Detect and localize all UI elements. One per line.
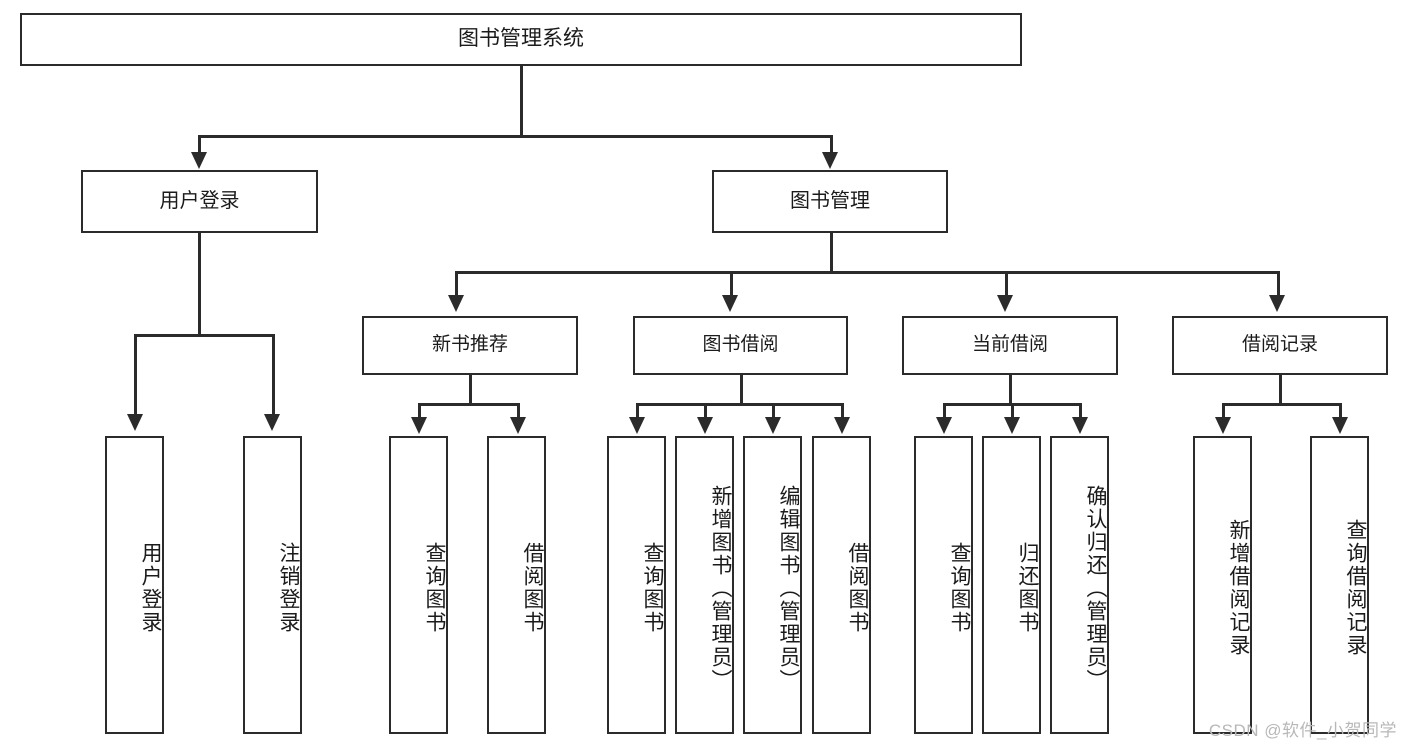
edge-new-book-rec-bar <box>418 403 520 406</box>
leaf-user-login-logout[interactable]: 注销登录 <box>243 436 302 734</box>
leaf-user-login-login[interactable]: 用户登录 <box>105 436 164 734</box>
node-label: 确认归还（管理员） <box>1084 484 1107 692</box>
edge-new-book-rec-drop-1 <box>418 403 421 421</box>
edge-book-manage-stem <box>829 233 833 274</box>
edge-root-to-book-manage <box>829 135 833 158</box>
arrowhead-to-book-borrow <box>722 295 738 312</box>
arrowhead-user-login-leaf-1 <box>127 414 143 431</box>
edge-user-login-bar <box>134 334 273 337</box>
edge-current-borrow-drop-2 <box>1011 403 1014 421</box>
node-book-manage[interactable]: 图书管理 <box>712 170 948 233</box>
leaf-current-borrow-confirm-return-admin[interactable]: 确认归还（管理员） <box>1050 436 1109 734</box>
arrowhead-to-user-login <box>191 152 207 169</box>
arrowhead-new-book-rec-leaf-1 <box>411 417 427 434</box>
edge-borrow-record-stem <box>1278 375 1282 406</box>
node-label: 图书借阅 <box>702 334 779 356</box>
csdn-watermark: CSDN @软件_小贺同学 <box>1208 721 1397 740</box>
node-current-borrow[interactable]: 当前借阅 <box>902 316 1118 375</box>
node-label: 图书管理系统 <box>458 27 584 51</box>
arrowhead-new-book-rec-leaf-2 <box>510 417 526 434</box>
edge-user-login-stem <box>198 233 201 336</box>
edge-book-borrow-drop-4 <box>841 403 844 421</box>
node-label: 查询图书 <box>641 542 664 634</box>
arrowhead-borrow-record-leaf-2 <box>1332 417 1348 434</box>
arrowhead-current-borrow-leaf-2 <box>1004 417 1020 434</box>
edge-book-borrow-drop-3 <box>772 403 775 421</box>
edge-book-manage-drop-3 <box>1004 271 1008 298</box>
edge-new-book-rec-stem <box>468 375 472 406</box>
arrowhead-book-borrow-leaf-1 <box>629 417 645 434</box>
leaf-book-borrow-query-book[interactable]: 查询图书 <box>607 436 666 734</box>
leaf-book-borrow-borrow-book[interactable]: 借阅图书 <box>812 436 871 734</box>
leaf-borrow-record-query-record[interactable]: 查询借阅记录 <box>1310 436 1369 734</box>
node-label: 新增图书（管理员） <box>709 484 732 692</box>
node-label: 查询图书 <box>948 542 971 634</box>
node-label: 用户登录 <box>159 189 240 212</box>
node-label: 编辑图书（管理员） <box>777 484 800 692</box>
arrowhead-current-borrow-leaf-1 <box>936 417 952 434</box>
node-label: 查询图书 <box>423 542 446 634</box>
arrowhead-to-current-borrow <box>997 295 1013 312</box>
node-label: 借阅记录 <box>1241 334 1318 356</box>
edge-current-borrow-drop-3 <box>1079 403 1082 421</box>
node-label: 查询借阅记录 <box>1344 519 1367 657</box>
leaf-borrow-record-add-record[interactable]: 新增借阅记录 <box>1193 436 1252 734</box>
node-label: 用户登录 <box>139 542 162 634</box>
leaf-book-borrow-edit-book-admin[interactable]: 编辑图书（管理员） <box>743 436 802 734</box>
node-label: 借阅图书 <box>846 542 869 634</box>
node-label: 借阅图书 <box>521 542 544 634</box>
node-label: 新增借阅记录 <box>1227 519 1250 657</box>
arrowhead-borrow-record-leaf-1 <box>1215 417 1231 434</box>
edge-borrow-record-bar <box>1222 403 1342 406</box>
edge-root-bar <box>198 135 832 138</box>
node-label: 新书推荐 <box>431 334 508 356</box>
leaf-book-borrow-add-book-admin[interactable]: 新增图书（管理员） <box>675 436 734 734</box>
edge-new-book-rec-drop-2 <box>517 403 520 421</box>
edge-book-manage-bar <box>455 271 1279 274</box>
edge-user-login-drop-2 <box>271 334 275 419</box>
edge-borrow-record-drop-2 <box>1339 403 1342 421</box>
leaf-current-borrow-return-book[interactable]: 归还图书 <box>982 436 1041 734</box>
node-borrow-record[interactable]: 借阅记录 <box>1172 316 1388 375</box>
edge-borrow-record-drop-1 <box>1222 403 1225 421</box>
node-book-borrow[interactable]: 图书借阅 <box>633 316 848 375</box>
node-user-login[interactable]: 用户登录 <box>81 170 318 233</box>
edge-root-stem <box>519 66 523 137</box>
node-label: 当前借阅 <box>971 334 1048 356</box>
arrowhead-user-login-leaf-2 <box>264 414 280 431</box>
node-label: 注销登录 <box>277 542 300 634</box>
node-label: 图书管理 <box>790 189 870 212</box>
edge-book-borrow-bar <box>636 403 844 406</box>
edge-book-borrow-drop-2 <box>704 403 707 421</box>
arrowhead-to-borrow-record <box>1269 295 1285 312</box>
arrowhead-book-borrow-leaf-3 <box>765 417 781 434</box>
leaf-new-book-rec-borrow-book[interactable]: 借阅图书 <box>487 436 546 734</box>
leaf-current-borrow-query-book[interactable]: 查询图书 <box>914 436 973 734</box>
edge-current-borrow-drop-1 <box>943 403 946 421</box>
arrowhead-current-borrow-leaf-3 <box>1072 417 1088 434</box>
edge-book-manage-drop-1 <box>455 271 458 298</box>
edge-book-borrow-drop-1 <box>636 403 639 421</box>
edge-user-login-drop-1 <box>134 334 137 419</box>
leaf-new-book-rec-query-book[interactable]: 查询图书 <box>389 436 448 734</box>
edge-root-to-user-login <box>198 135 201 158</box>
arrowhead-to-book-manage <box>822 152 838 169</box>
arrowhead-book-borrow-leaf-2 <box>697 417 713 434</box>
node-label: 归还图书 <box>1016 542 1039 634</box>
node-root-library-system[interactable]: 图书管理系统 <box>20 13 1022 66</box>
edge-current-borrow-stem <box>1008 375 1012 406</box>
edge-book-manage-drop-2 <box>729 271 733 298</box>
arrowhead-to-new-book-rec <box>448 295 464 312</box>
edge-book-manage-drop-4 <box>1276 271 1280 298</box>
node-new-book-recommend[interactable]: 新书推荐 <box>362 316 578 375</box>
edge-book-borrow-stem <box>739 375 743 406</box>
arrowhead-book-borrow-leaf-4 <box>834 417 850 434</box>
